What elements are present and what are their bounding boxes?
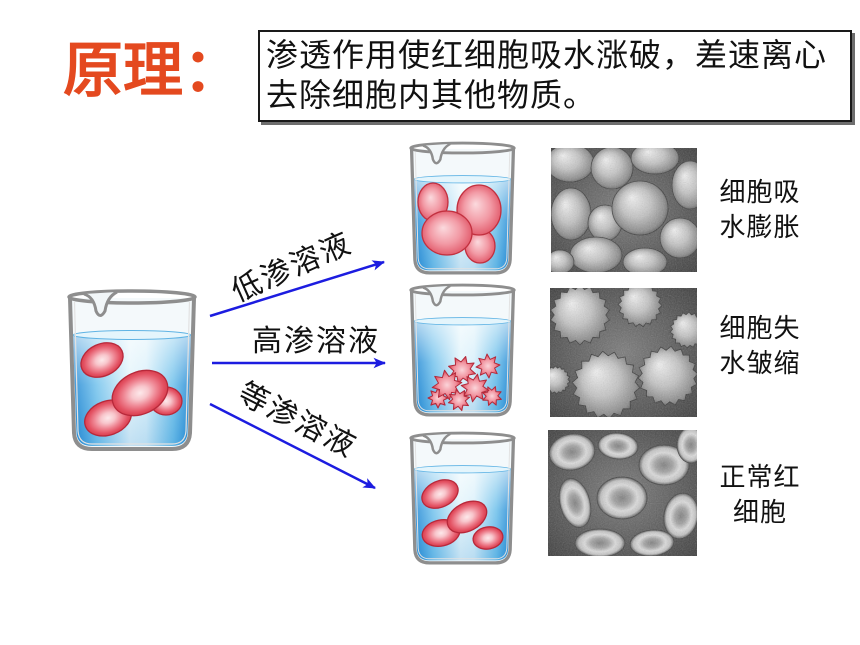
swollen-cell [421, 210, 473, 256]
slide-title: 原理： [63, 36, 243, 106]
solution-arrows [209, 260, 387, 490]
red-blood-cells [80, 342, 183, 437]
isotonic-beaker [409, 431, 516, 565]
crenated-cell [431, 369, 463, 401]
hypotonic-arrow [209, 260, 385, 318]
crenated-cell [475, 353, 501, 379]
normal-result-label: 正常红 细胞 [705, 461, 815, 531]
result-label-line: 水膨胀 [719, 213, 801, 243]
result-label-line: 正常红 [719, 463, 801, 493]
source-beaker [67, 289, 197, 451]
micrograph-grain [551, 148, 697, 272]
hypotonic-beaker [409, 141, 516, 275]
red-blood-cell [446, 500, 488, 534]
crenated-cell [447, 388, 471, 412]
hypotonic-micrograph [551, 148, 697, 272]
red-blood-cell [80, 342, 124, 378]
isotonic-arrow [209, 402, 376, 490]
swollen-cells [417, 182, 502, 264]
normal-cells [421, 479, 504, 550]
principle-line: 去除细胞内其他物质。 [266, 76, 597, 114]
result-label-line: 水皱缩 [719, 349, 801, 379]
crenated-cells [427, 353, 502, 412]
result-label-line: 细胞失 [719, 314, 801, 344]
red-blood-cell [472, 526, 504, 550]
micrograph-grain [548, 430, 697, 556]
hypertonic-solution-label: 高渗溶液 [252, 324, 380, 359]
red-blood-cell [111, 369, 169, 417]
micrograph-grain [550, 288, 697, 417]
hypertonic-beaker [409, 283, 516, 417]
crenated-cell [460, 373, 490, 403]
red-blood-cell [421, 479, 459, 509]
swelling-result-label: 细胞吸 水膨胀 [705, 176, 815, 246]
principle-box: 渗透作用使红细胞吸水涨破，差速离心 去除细胞内其他物质。 [258, 30, 852, 122]
hypertonic-micrograph [550, 288, 697, 417]
isotonic-micrograph [548, 430, 697, 556]
principle-line: 渗透作用使红细胞吸水涨破，差速离心 [266, 36, 828, 74]
result-label-line: 细胞吸 [719, 178, 801, 208]
shrinking-result-label: 细胞失 水皱缩 [705, 312, 815, 382]
result-label-line: 细胞 [732, 498, 787, 528]
